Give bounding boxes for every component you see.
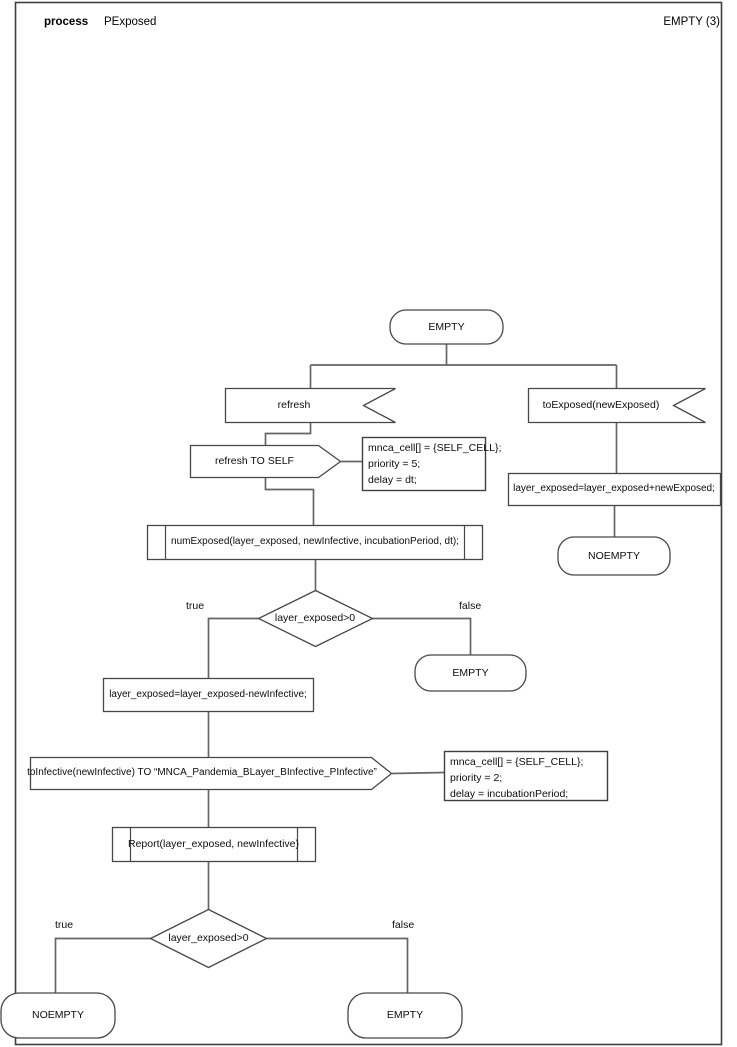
comment-refresh-line3: delay = dt; <box>368 474 417 486</box>
connector-decision1-true <box>207 617 259 679</box>
state-empty-top-shape <box>389 309 504 345</box>
task-add-exposed-shape <box>507 472 722 507</box>
decision2-label: layer_exposed>0 <box>168 932 249 944</box>
process-kind-label: process <box>44 16 89 28</box>
task-sub-exposed-shape <box>102 677 315 713</box>
decision2-true-label: true <box>55 919 74 931</box>
comment-infective-line2: priority = 2; <box>450 772 503 784</box>
comment-infective-line3: delay = incubationPeriod; <box>450 788 569 800</box>
comment-infective-line1: mnca_cell[] = {SELF_CELL}; <box>450 756 584 768</box>
connector-decision1-false <box>372 617 472 656</box>
decision1-label: layer_exposed>0 <box>274 612 356 624</box>
state-noempty-right-label: NOEMPTY <box>588 550 640 562</box>
output-toinfective-shape <box>29 756 393 791</box>
output-refresh-to-self-shape <box>189 444 342 479</box>
decision1-shape <box>257 589 374 648</box>
task-add-exposed-label: layer_exposed=layer_exposed+newExposed; <box>513 483 715 494</box>
comment-box-refresh <box>361 436 487 492</box>
process-name: PExposed <box>104 16 157 28</box>
state-noempty-right-shape <box>557 536 671 576</box>
procedure-report-sidebars <box>129 827 299 862</box>
state-noempty-bottom-label: NOEMPTY <box>32 1009 84 1021</box>
connector-decision2-true <box>54 937 151 994</box>
comment-box-infective <box>443 750 609 802</box>
state-empty-bottom-label: EMPTY <box>386 1009 424 1021</box>
connector-refresh-to-output <box>264 422 312 446</box>
output-toinfective-label: toInfective(newInfective) TO “MNCA_Pande… <box>27 767 377 778</box>
page-reference-label: EMPTY (3) <box>663 16 720 28</box>
procedure-report-label: Report(layer_exposed, newInfective) <box>127 838 299 850</box>
input-toexposed-label: toExposed(newExposed) <box>542 399 660 411</box>
task-sub-exposed-label: layer_exposed=layer_exposed-newInfective… <box>109 689 307 700</box>
state-empty-mid-label: EMPTY <box>452 667 489 679</box>
procedure-numexposed-sidebars <box>164 525 466 560</box>
decision1-true-label: true <box>186 600 205 612</box>
connector-output-to-numexposed <box>264 478 315 526</box>
decision1-false-label: false <box>459 600 482 612</box>
decision2-false-label: false <box>392 919 415 931</box>
input-toexposed-shape <box>527 387 706 424</box>
connector-output2-to-comment2 <box>391 771 445 775</box>
connector-decision2-false <box>266 937 409 994</box>
connector-empty-top-branch <box>309 343 618 388</box>
input-refresh-label: refresh <box>277 399 311 411</box>
procedure-numexposed-shape <box>146 524 484 561</box>
decision2-shape <box>149 908 268 969</box>
comment-refresh-line1: mnca_cell[] = {SELF_CELL}; <box>368 442 502 454</box>
state-empty-bottom-shape <box>347 992 463 1039</box>
procedure-numexposed-label: numExposed(layer_exposed, newInfective, … <box>171 536 459 547</box>
output-refresh-to-self-label: refresh TO SELF <box>215 455 294 467</box>
state-empty-top-label: EMPTY <box>428 321 465 333</box>
input-refresh-shape <box>224 387 396 424</box>
state-empty-mid-shape <box>414 654 527 692</box>
procedure-report-shape <box>111 826 317 863</box>
state-noempty-bottom-shape <box>0 992 116 1039</box>
page-frame <box>14 1 723 1046</box>
comment-refresh-line2: priority = 5; <box>368 458 421 470</box>
